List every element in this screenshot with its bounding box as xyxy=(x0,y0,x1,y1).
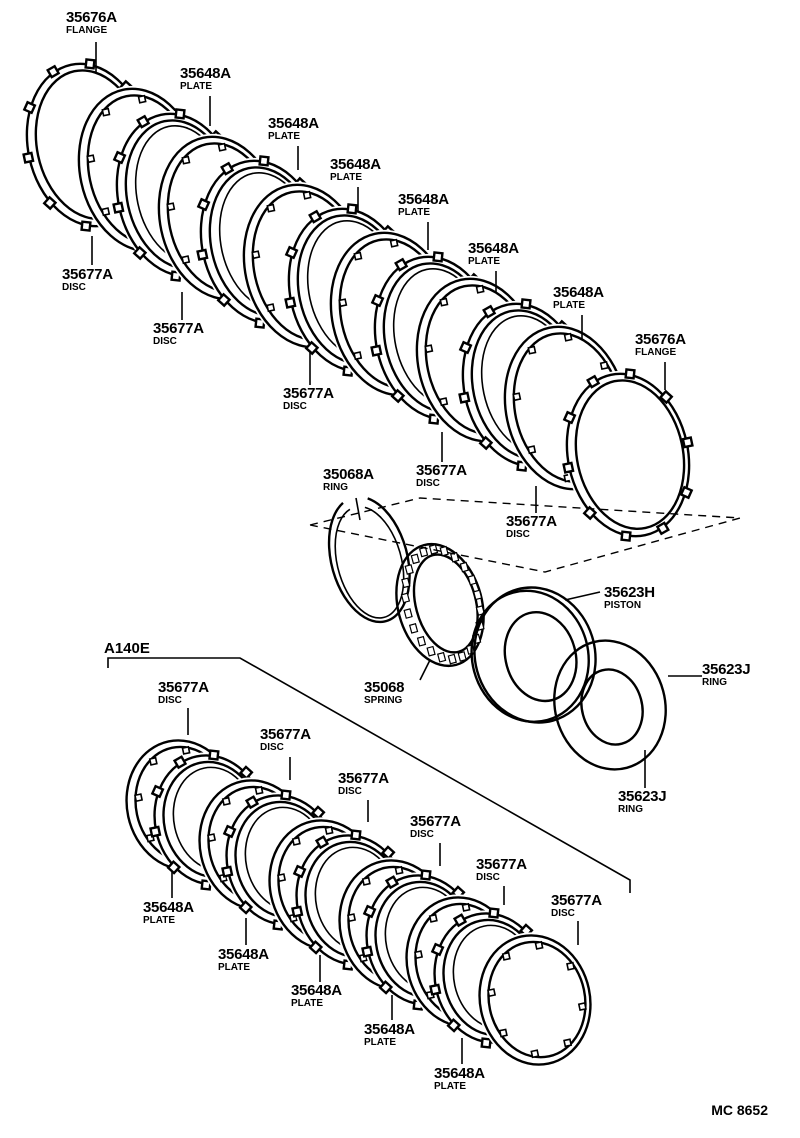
piston xyxy=(470,586,597,724)
leader-lines-layer xyxy=(91,42,741,1064)
dashed-assembly-outline xyxy=(309,497,741,573)
lower-pack-part-10 xyxy=(476,932,594,1068)
upper-pack-part-12 xyxy=(562,368,694,542)
parts-layer xyxy=(22,58,694,1068)
ring-inner xyxy=(580,668,644,746)
spring-assembly xyxy=(395,542,486,668)
diagram-code: MC 8652 xyxy=(711,1102,768,1118)
ring-outer xyxy=(553,639,667,771)
group-label: A140E xyxy=(104,640,150,657)
leader-line-14 xyxy=(564,591,601,601)
leader-line-16 xyxy=(419,659,431,681)
leader-line-13 xyxy=(355,497,361,521)
a140e-bracket xyxy=(107,657,631,893)
snap-ring xyxy=(327,497,411,624)
